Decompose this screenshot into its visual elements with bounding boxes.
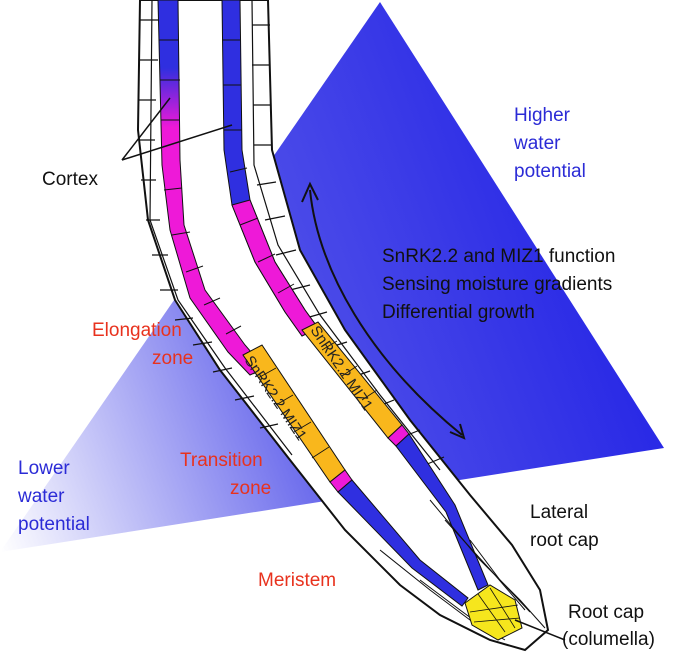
label-function-3: Differential growth <box>382 302 535 323</box>
growth-direction-arrow <box>301 181 466 440</box>
label-lateral-root-cap-2: root cap <box>530 530 599 551</box>
meristem-stripe-right <box>395 433 489 591</box>
columella-pointer <box>514 619 566 641</box>
label-lower-water-1: Lower <box>18 458 70 479</box>
label-function-1: SnRK2.2 and MIZ1 function <box>382 246 615 267</box>
label-higher-water-3: potential <box>514 161 586 182</box>
label-meristem: Meristem <box>258 570 336 591</box>
columella <box>464 584 523 641</box>
lateral-root-cap <box>379 499 546 641</box>
label-transition-zone-2: zone <box>230 478 271 499</box>
label-function-2: Sensing moisture gradients <box>382 274 612 295</box>
label-higher-water-1: Higher <box>514 105 571 126</box>
label-higher-water-2: water <box>513 133 561 154</box>
root <box>136 0 550 652</box>
label-transition-zone-1: Transition <box>180 450 263 471</box>
label-elongation-zone-2: zone <box>152 348 193 369</box>
label-cortex: Cortex <box>42 169 98 190</box>
label-elongation-zone-1: Elongation <box>92 320 182 341</box>
label-root-cap-1: Root cap <box>568 602 644 623</box>
label-lateral-root-cap-1: Lateral <box>530 502 588 523</box>
label-lower-water-2: water <box>17 486 65 507</box>
water-potential-gradient <box>0 2 664 552</box>
cortex-cells-left <box>139 0 293 456</box>
meristem-stripe-left <box>337 479 469 607</box>
label-lower-water-3: potential <box>18 514 90 535</box>
label-root-cap-2: (columella) <box>562 629 655 650</box>
cortex-pointer <box>121 97 233 161</box>
